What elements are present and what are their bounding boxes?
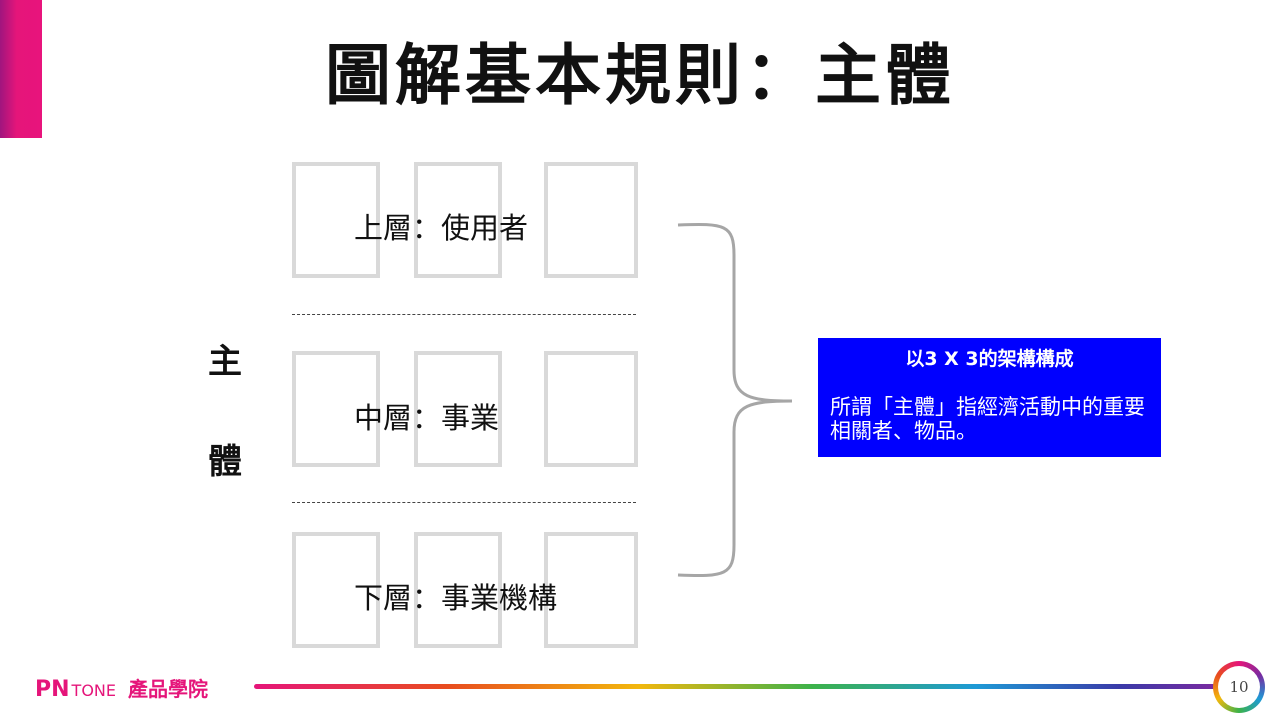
info-box-title: 以3 X 3的架構構成 [905, 348, 1074, 370]
info-box: 以3 X 3的架構構成 所謂「主體」指經濟活動中的重要相關者、物品。 [818, 338, 1161, 457]
grid-cell [292, 162, 380, 278]
grid-cell [414, 532, 502, 648]
layer-top-label: 上層：使用者 [354, 211, 529, 245]
grid-cell [414, 351, 502, 467]
accent-bar [0, 0, 42, 138]
side-label-top: 主 [208, 342, 242, 382]
grid-cell [544, 532, 638, 648]
divider [292, 502, 636, 503]
footer-gradient-line [254, 684, 1216, 689]
logo-tone: TONE [71, 681, 116, 700]
page-number-badge: 10 [1213, 661, 1265, 713]
curly-brace [677, 222, 793, 578]
layer-bottom-label: 下層：事業機構 [354, 581, 558, 615]
grid-cell [414, 162, 502, 278]
logo-mark: PN [35, 677, 70, 702]
layer-middle-label: 中層：事業 [354, 401, 500, 435]
grid-cell [544, 351, 638, 467]
grid-cell [292, 351, 380, 467]
grid-cell [544, 162, 638, 278]
grid-cell [292, 532, 380, 648]
logo-school-name: 產品學院 [128, 677, 208, 701]
page-title: 圖解基本規則：主體 [325, 37, 955, 114]
side-label-bottom: 體 [208, 442, 242, 482]
page-number: 10 [1218, 666, 1260, 708]
info-box-body: 所謂「主體」指經濟活動中的重要相關者、物品。 [830, 395, 1145, 443]
divider [292, 314, 636, 315]
